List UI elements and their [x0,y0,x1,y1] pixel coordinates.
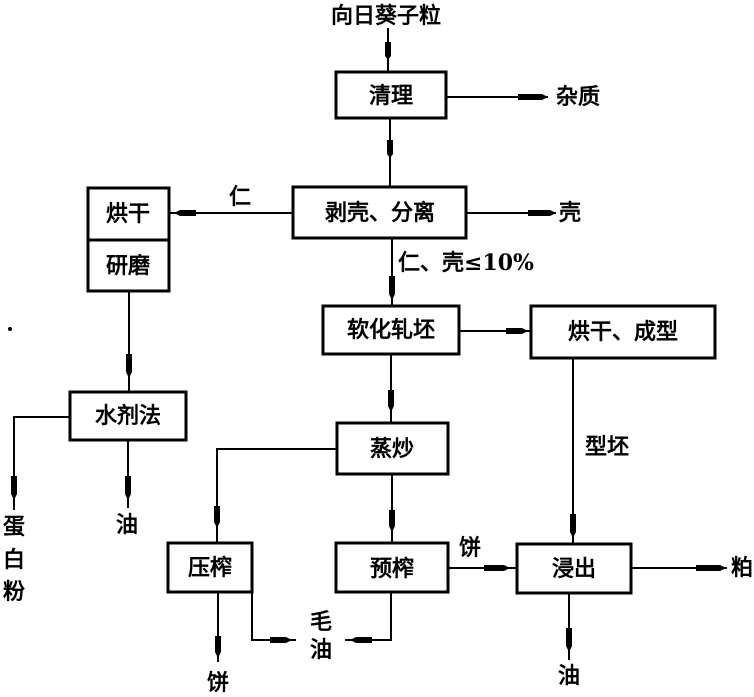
node-extraction: 浸出 [515,542,633,595]
node-dehulling-label: 剥壳、分离 [325,200,435,226]
arrow-head [570,514,576,538]
arrow-head [11,476,17,500]
label-kernel-hull-ratio: 仁、壳≤10% [398,250,534,276]
label-impurities: 杂质 [556,84,600,110]
node-softening-label: 软化轧坯 [347,317,435,343]
node-drying-forming-label: 烘干、成型 [568,319,678,345]
arrow-head [506,328,528,334]
label-protein-1: 蛋 [3,514,25,540]
node-drying-forming: 烘干、成型 [529,304,717,360]
node-drying-label: 烘干 [106,201,150,227]
label-oil-aqueous: 油 [116,512,138,538]
node-cooking-label: 蒸炒 [370,436,414,462]
label-cake-output: 饼 [207,670,229,696]
node-drying-grinding: 烘干 研磨 [86,186,171,293]
node-grinding-label: 研磨 [106,253,150,279]
arrow-head [385,42,391,60]
arrow-head [215,636,221,658]
label-formed-flakes: 型坯 [585,434,629,460]
label-crude-oil-bottom: 油 [310,637,332,663]
edge-cooking-to-pressing [216,448,337,543]
input-title: 向日葵子粒 [331,3,441,29]
label-cake-to-extraction: 饼 [459,535,481,561]
arrow-head [214,506,220,528]
arrow-head [518,94,548,100]
arrow-head [696,565,726,571]
arrow-head [388,390,394,412]
arrow-head [566,628,572,652]
edge-pressing-to-crude-oil [251,592,296,641]
node-cooking: 蒸炒 [335,421,450,476]
arrow-head [350,637,372,643]
edge-prepressing-to-crude-oil [345,592,392,641]
label-oil-extraction: 油 [558,663,580,689]
arrow-head [387,140,393,158]
node-dehulling: 剥壳、分离 [291,185,468,240]
label-meal: 粕 [731,555,753,581]
node-cleaning-label: 清理 [369,83,413,109]
arrow-head [125,476,131,500]
label-protein-2: 白 [3,547,25,573]
edge-aqueous-to-protein [13,416,70,510]
label-crude-oil-top: 毛 [310,609,332,635]
node-aqueous-label: 水剂法 [95,403,161,429]
node-extraction-label: 浸出 [552,556,596,582]
node-pressing-label: 压榨 [188,555,232,581]
arrow-head [389,276,395,300]
node-cleaning: 清理 [334,70,448,120]
node-aqueous-method: 水剂法 [68,390,188,442]
label-kernel: 仁 [229,184,251,210]
arrow-head [270,637,292,643]
label-hulls: 壳 [558,200,581,226]
arrow-head [528,210,556,216]
node-softening-flaking: 软化轧坯 [321,304,461,356]
node-prepressing: 预榨 [334,541,450,594]
arrow-head [126,354,132,378]
arrow-head [484,565,510,571]
node-pressing: 压榨 [166,541,254,594]
stray-dot [8,327,12,331]
arrow-head [389,510,395,532]
arrow-head [174,210,196,216]
label-protein-3: 粉 [3,579,25,605]
node-prepressing-label: 预榨 [370,556,414,582]
